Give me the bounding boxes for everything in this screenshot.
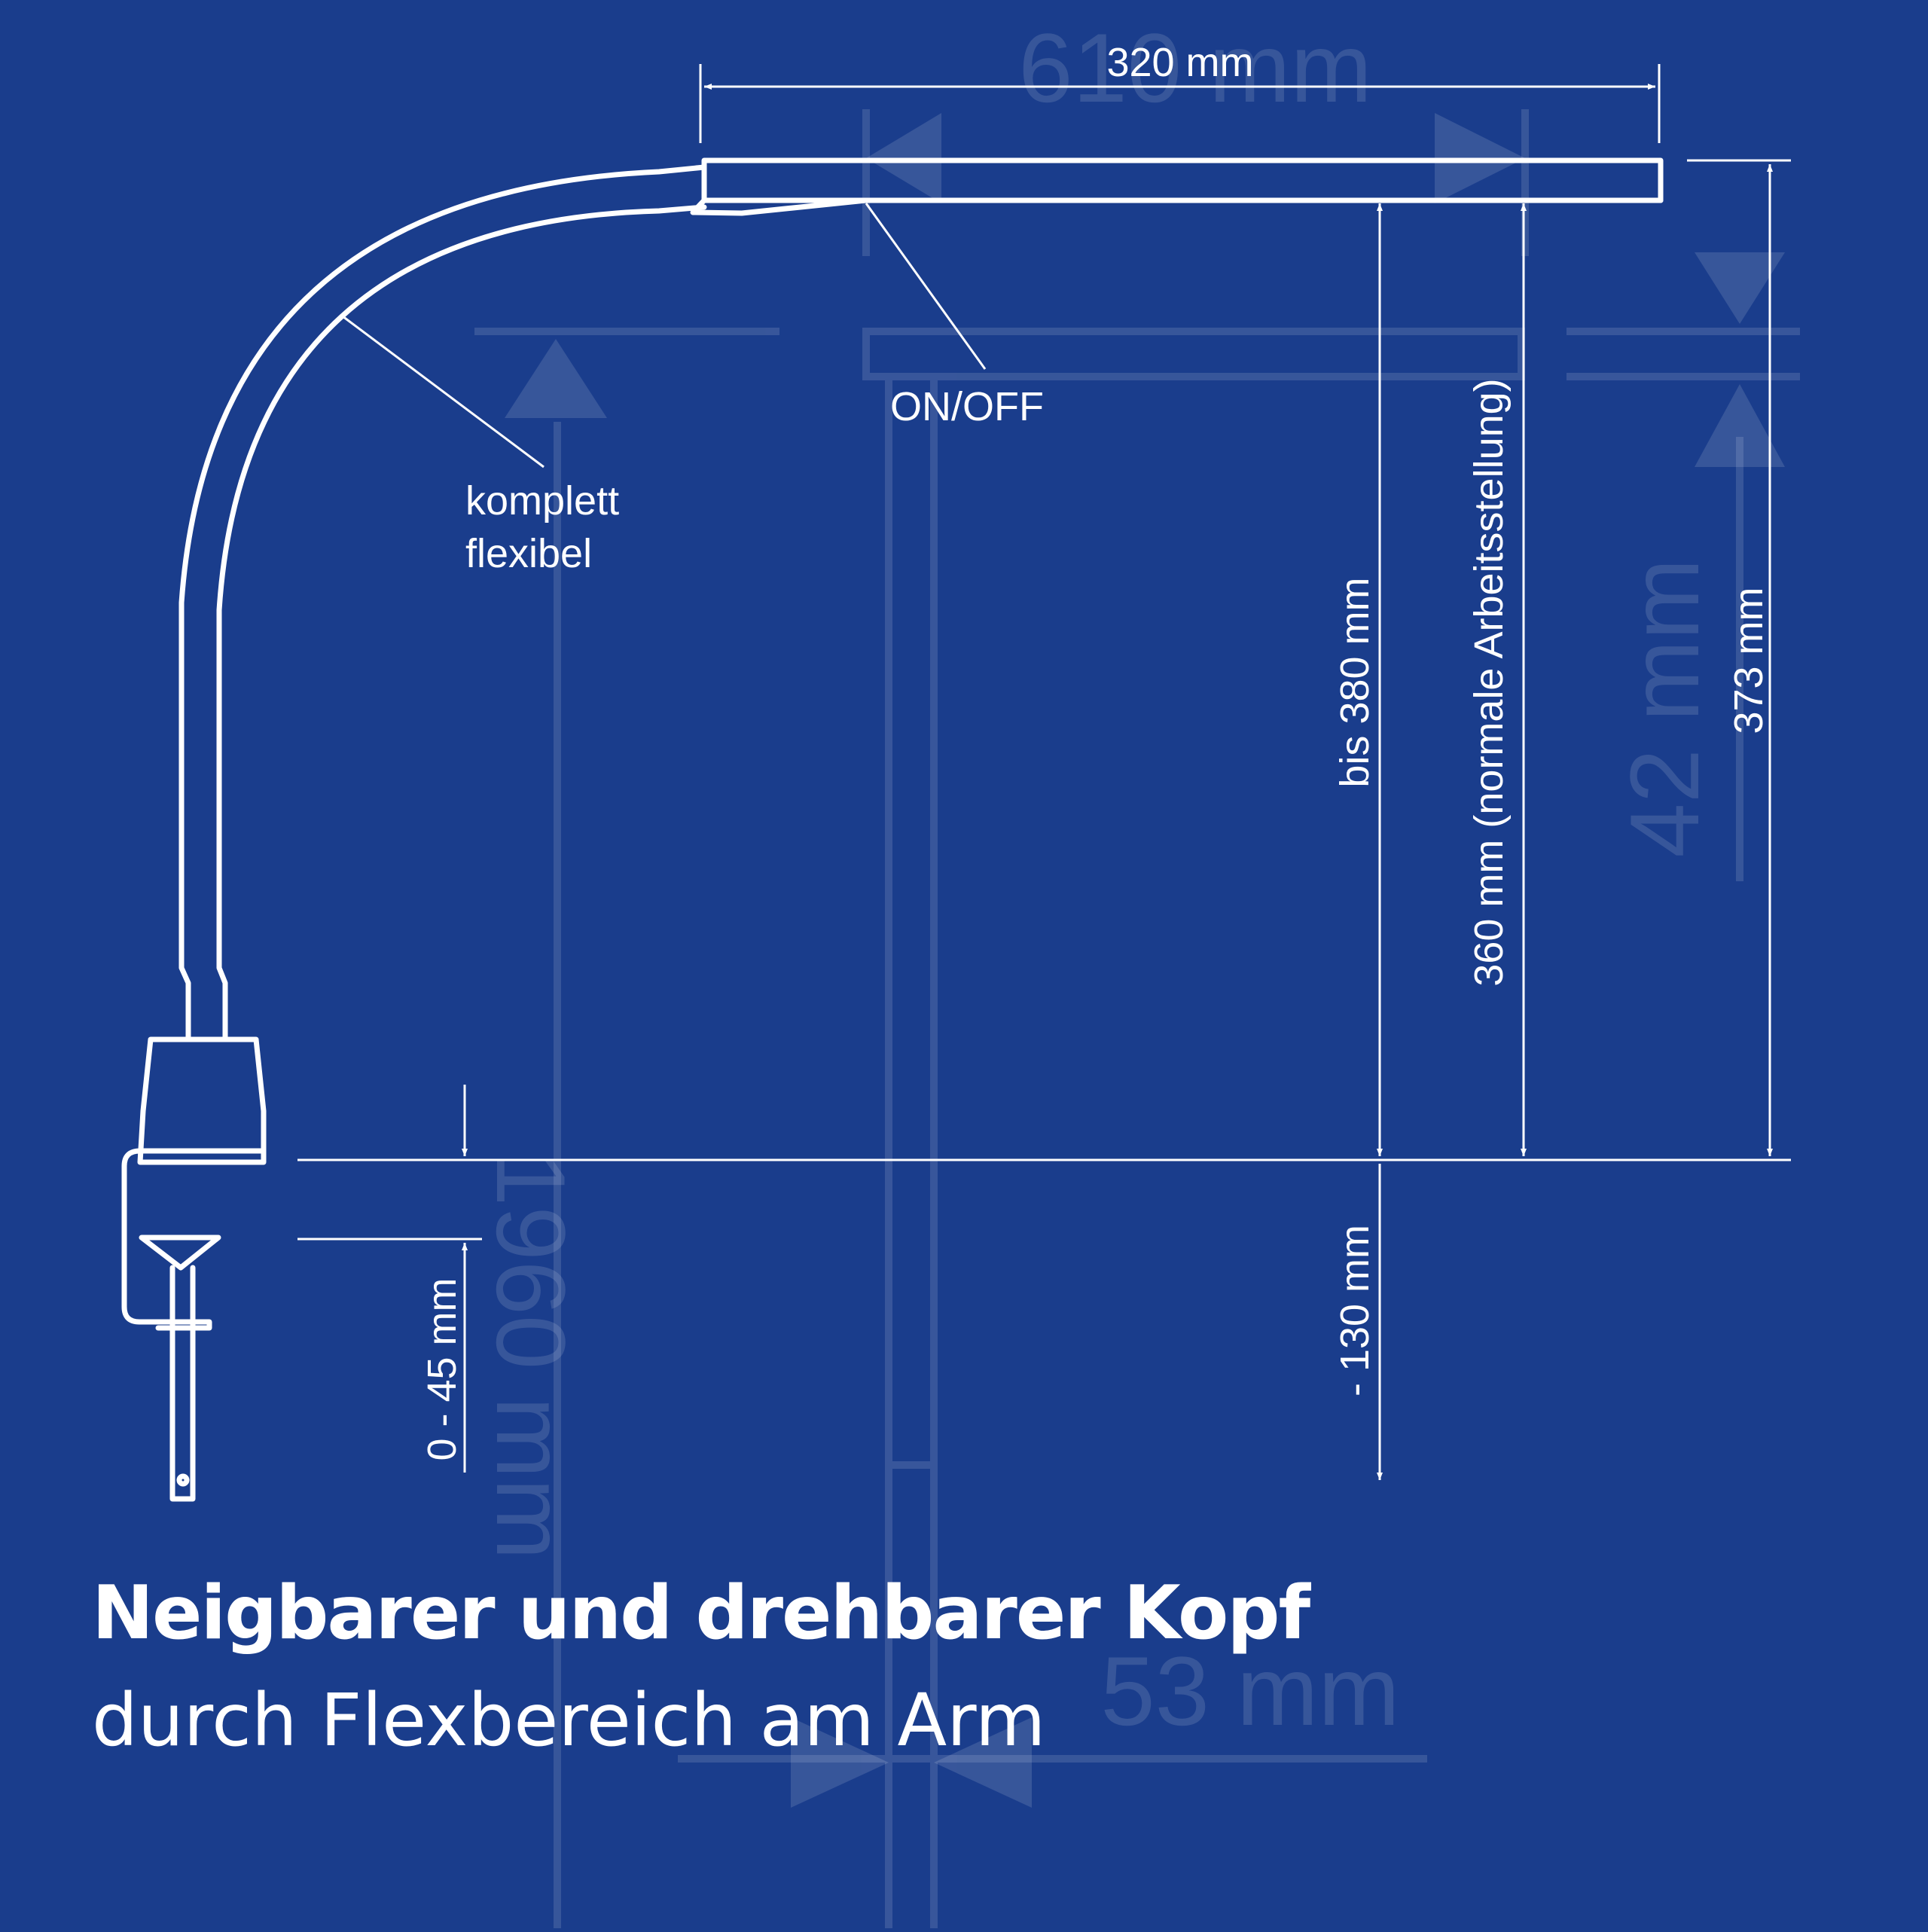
width-label: 320 mm bbox=[1106, 40, 1253, 85]
depth-label: - 130 mm bbox=[1332, 1225, 1377, 1396]
dimension-labels: 320 mm bis 380 mm 360 mm (normale Arbeit… bbox=[419, 40, 1771, 1461]
clamp-screw-hole bbox=[176, 1473, 190, 1487]
lamp-head bbox=[701, 157, 1664, 203]
height-normal-label: 360 mm (normale Arbeitsstellung) bbox=[1466, 378, 1512, 986]
arm-inner bbox=[216, 204, 707, 1042]
switch-label: ON/OFF bbox=[890, 384, 1044, 429]
ghost-arrow bbox=[791, 1717, 889, 1808]
ghost-arrow bbox=[505, 339, 607, 418]
ghost-arrow bbox=[1695, 384, 1785, 467]
switch-leader bbox=[865, 203, 987, 370]
ghost-label-top: 610 mm bbox=[1018, 13, 1372, 123]
ghost-label-left: 1960 mm bbox=[476, 1152, 586, 1560]
ghost-labels: 610 mm 42 mm 1960 mm 53 mm bbox=[476, 13, 1719, 1746]
flex-label-line1: komplett bbox=[465, 478, 619, 523]
caption-subtitle: durch Flexbereich am Arm bbox=[92, 1678, 1046, 1763]
caption-title: Neigbarer und drehbarer Kopf bbox=[92, 1570, 1310, 1656]
height-total-label: 373 mm bbox=[1726, 587, 1771, 734]
clamp-range-label: 0 - 45 mm bbox=[419, 1277, 465, 1460]
height-max-label: bis 380 mm bbox=[1332, 577, 1377, 787]
lamp-outline bbox=[121, 157, 1664, 1502]
clamp-pad bbox=[139, 1235, 221, 1271]
clamp-screw bbox=[169, 1265, 196, 1502]
clamp-frame bbox=[121, 1148, 267, 1331]
ghost-label-right: 42 mm bbox=[1609, 558, 1719, 857]
flex-label-line2: flexibel bbox=[465, 531, 592, 576]
ghost-label-bottom: 53 mm bbox=[1100, 1636, 1399, 1746]
ghost-drawing bbox=[474, 109, 1800, 1928]
leader-lines bbox=[342, 203, 987, 469]
ghost-head bbox=[862, 328, 1525, 380]
arm-outer bbox=[178, 164, 707, 1042]
ghost-arrow bbox=[1695, 252, 1785, 324]
flex-leader bbox=[342, 315, 545, 469]
lamp-base bbox=[137, 1036, 267, 1165]
ghost-arrow bbox=[934, 1717, 1032, 1808]
ghost-arrows bbox=[505, 113, 1785, 1808]
dimension-lines bbox=[297, 64, 1791, 1480]
